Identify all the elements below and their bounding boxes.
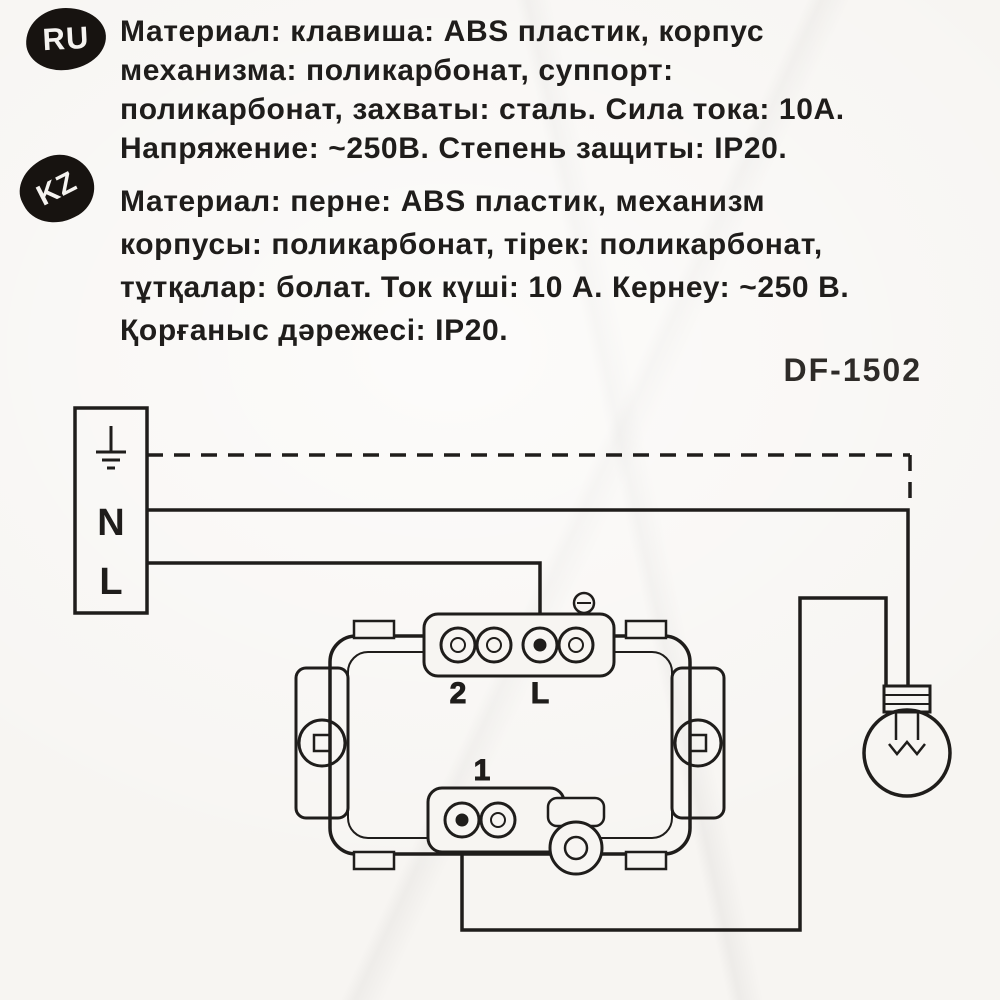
mounting-ear-left — [294, 666, 350, 820]
light-bulb — [862, 684, 952, 798]
terminal-hole — [479, 801, 517, 839]
spec-line: Напряжение: ~250В. Степень защиты: IP20. — [120, 132, 788, 165]
filament — [888, 712, 926, 756]
spec-line: корпусы: поликарбонат, тірек: поликарбон… — [120, 228, 823, 261]
claw — [624, 850, 668, 871]
screw-slot-left — [312, 733, 332, 753]
ground-wire — [147, 453, 912, 506]
terminal-hole — [475, 626, 513, 664]
spec-line: тұтқалар: болат. Ток күші: 10 А. Кернеу:… — [120, 271, 850, 304]
bottom-terminal-block — [426, 786, 566, 854]
top-terminal-block — [422, 591, 616, 678]
bulb-glass — [862, 708, 952, 798]
claw — [624, 619, 668, 640]
terminal-2-label: 2 — [450, 677, 467, 710]
supply-terminal-box: N L — [73, 406, 149, 615]
terminal-hole — [443, 801, 481, 839]
bulb-base — [882, 684, 932, 714]
ru-spec-text: Материал: клавиша: ABS пластик, корпус м… — [120, 12, 920, 168]
ground-icon — [96, 426, 126, 470]
terminal-hole — [521, 626, 559, 664]
ru-badge-label: RU — [41, 19, 91, 58]
inserted-wire-dot — [455, 813, 469, 827]
line-wire — [147, 561, 542, 632]
kz-language-badge: KZ — [9, 142, 105, 236]
return-wire — [460, 596, 888, 932]
cam-screw — [546, 796, 606, 876]
screw-hole-left — [297, 718, 347, 768]
kz-spec-text: Материал: перне: ABS пластик, механизм к… — [120, 180, 920, 352]
terminal-1-label: 1 — [474, 754, 491, 787]
wires — [147, 453, 912, 932]
terminal-hole — [557, 626, 595, 664]
claw — [352, 850, 396, 871]
wiring-diagram: N L — [0, 395, 1000, 1000]
inserted-wire-dot — [533, 638, 547, 652]
screw-hole-right — [673, 718, 723, 768]
ru-language-badge: RU — [24, 5, 108, 73]
kz-badge-label: KZ — [31, 165, 83, 213]
l-terminal-label: L — [99, 561, 122, 603]
spec-line: Материал: перне: ABS пластик, механизм — [120, 185, 766, 218]
n-terminal-label: N — [97, 502, 124, 544]
wiring-diagram-svg: N L — [73, 406, 952, 932]
spec-line: поликарбонат, захваты: сталь. Сила тока:… — [120, 93, 845, 126]
terminal-hole — [439, 626, 477, 664]
claw — [352, 619, 396, 640]
spec-line: механизма: поликарбонат, суппорт: — [120, 54, 674, 87]
mounting-ear-right — [670, 666, 726, 820]
terminal-l-label: L — [531, 677, 549, 710]
screw-slot-right — [688, 733, 708, 753]
neutral-wire — [147, 508, 910, 688]
switch-mechanism: 2 L 1 — [294, 591, 726, 876]
model-number: DF-1502 — [783, 352, 922, 388]
spec-line: Қорғаныс дәрежесі: IP20. — [120, 314, 509, 347]
spec-line: Материал: клавиша: ABS пластик, корпус — [120, 15, 765, 48]
